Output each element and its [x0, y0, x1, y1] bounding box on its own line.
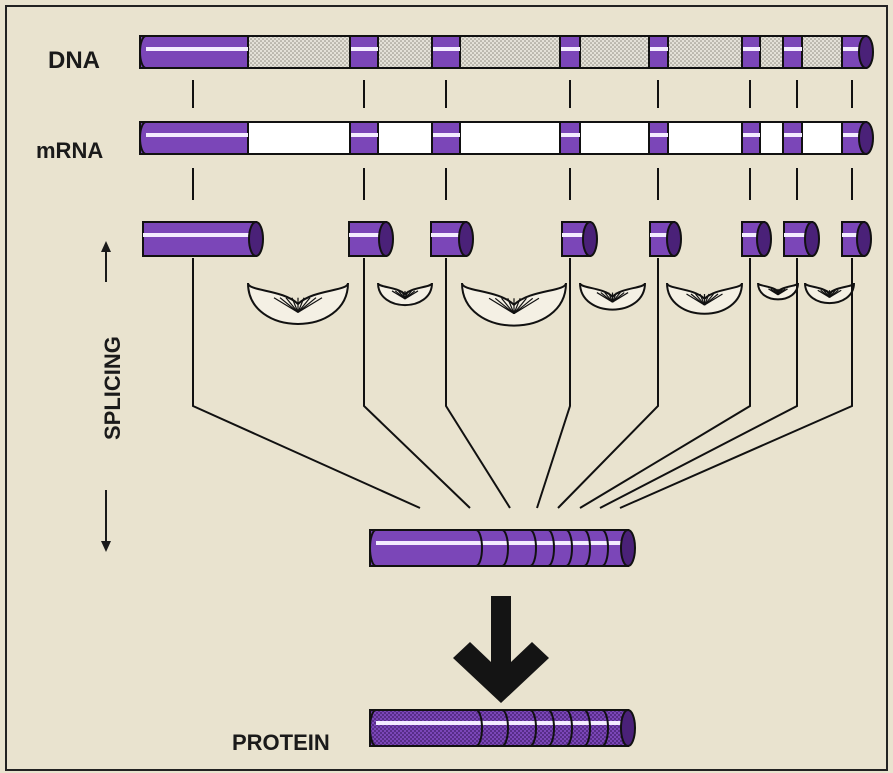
- mrna-strand: [140, 122, 873, 154]
- protein-label: PROTEIN: [232, 730, 330, 755]
- translation-arrow: [453, 596, 549, 703]
- dna-left-cap: [140, 36, 146, 68]
- intron-loop-7: [805, 283, 854, 303]
- dna-right-cap: [859, 36, 873, 68]
- dna-exon-2: [350, 36, 378, 68]
- dna-exon-3: [432, 36, 460, 68]
- mrna-left-cap: [140, 122, 146, 154]
- excised-exon-6: [742, 222, 771, 256]
- excised-exon-8: [842, 222, 871, 256]
- intron-loop-3: [462, 283, 566, 326]
- excised-exon-1: [143, 222, 263, 256]
- excised-exon-2: [349, 222, 393, 256]
- intron-loop-2: [378, 283, 432, 305]
- dna-label: DNA: [48, 47, 100, 74]
- intron-loop-6: [758, 283, 798, 299]
- mrna-exon-1: [140, 122, 248, 154]
- mrna-exon-6: [742, 122, 760, 154]
- mrna-exon-2: [350, 122, 378, 154]
- mrna-exon-5: [649, 122, 668, 154]
- spliced-right-cap: [621, 530, 635, 566]
- mrna-right-cap: [859, 122, 873, 154]
- splicing-label: SPLICING: [100, 336, 125, 440]
- protein-left-cap: [370, 710, 376, 746]
- mrna-exon-7: [783, 122, 802, 154]
- removed-introns: [248, 283, 854, 326]
- intron-loop-5: [667, 283, 742, 314]
- dna-exon-6: [742, 36, 760, 68]
- protein-strand: [370, 710, 635, 746]
- dna-strand: [140, 36, 873, 68]
- dna-exon-1: [140, 36, 248, 68]
- mrna-exon-4: [560, 122, 580, 154]
- spliced-left-cap: [370, 530, 376, 566]
- spliced-mrna: [370, 530, 635, 566]
- protein-right-cap: [621, 710, 635, 746]
- intron-loop-4: [580, 283, 645, 310]
- excised-exon-7: [784, 222, 819, 256]
- mrna-label: mRNA: [36, 138, 103, 163]
- dna-exon-5: [649, 36, 668, 68]
- mrna-exon-3: [432, 122, 460, 154]
- excised-exons: [143, 222, 871, 256]
- dna-exon-7: [783, 36, 802, 68]
- excised-exon-4: [562, 222, 597, 256]
- excised-exon-3: [431, 222, 473, 256]
- dna-exon-4: [560, 36, 580, 68]
- excised-exon-5: [650, 222, 681, 256]
- splicing-arrow-up: [101, 241, 111, 282]
- splicing-arrow-down: [101, 490, 111, 552]
- intron-loop-1: [248, 283, 348, 324]
